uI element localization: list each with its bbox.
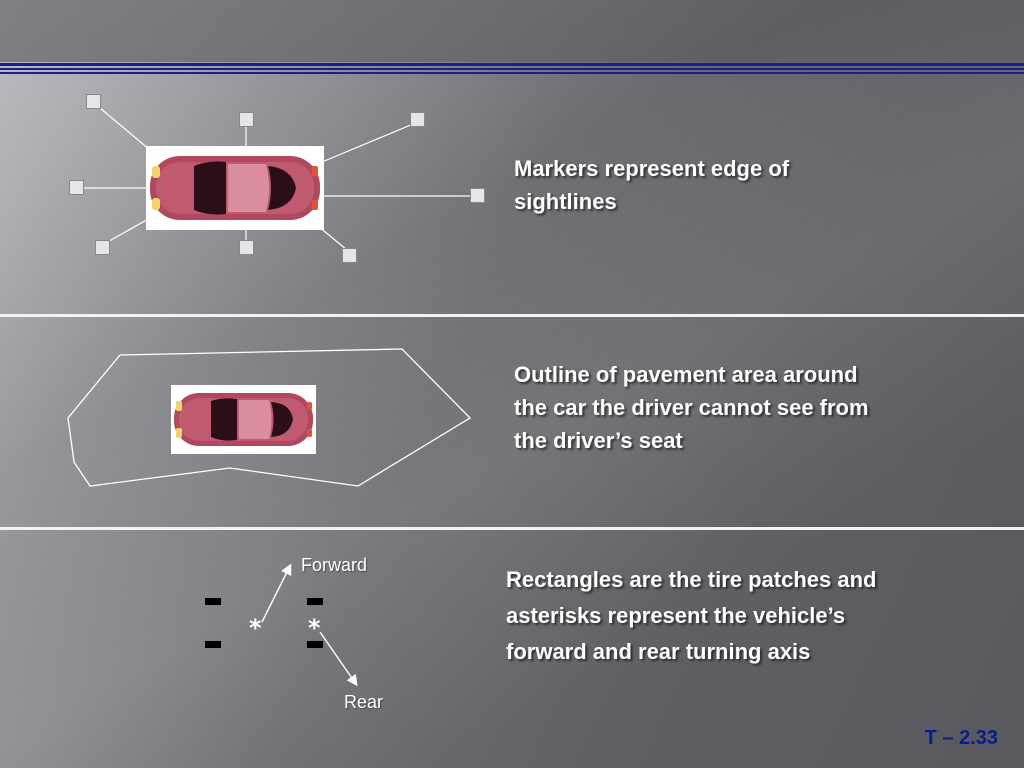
car-top-view bbox=[171, 385, 316, 454]
slide-number: T – 2.33 bbox=[924, 727, 998, 749]
car-top-view bbox=[146, 146, 324, 230]
forward-label: Forward bbox=[301, 555, 368, 575]
header-rule-middle bbox=[0, 68, 1024, 70]
sightline-marker bbox=[239, 112, 254, 127]
tire-patch-front-left bbox=[205, 598, 221, 605]
sightline-marker bbox=[342, 248, 357, 263]
car-icon bbox=[174, 393, 313, 446]
caption-blind-area: Outline of pavement area around the car … bbox=[514, 362, 869, 453]
rear-label: Rear bbox=[344, 692, 384, 712]
header-rule-top bbox=[0, 63, 1024, 66]
tire-patch-rear-right bbox=[307, 641, 323, 648]
sightline-marker bbox=[69, 180, 84, 195]
caption-tire-patches: Rectangles are the tire patches and aste… bbox=[506, 567, 877, 664]
sightline-marker bbox=[95, 240, 110, 255]
forward-axis-asterisk: * bbox=[249, 614, 262, 642]
sightline-marker bbox=[410, 112, 425, 127]
title-band bbox=[0, 0, 1024, 62]
divider-2 bbox=[0, 527, 1024, 530]
sightline-marker bbox=[239, 240, 254, 255]
caption-sightlines: Markers represent edge of sightlines bbox=[514, 156, 790, 214]
sightline-marker bbox=[86, 94, 101, 109]
tire-patch-front-right bbox=[307, 598, 323, 605]
sightline-marker bbox=[470, 188, 485, 203]
divider-1 bbox=[0, 314, 1024, 317]
tire-patch-rear-left bbox=[205, 641, 221, 648]
car-icon bbox=[150, 156, 320, 220]
rear-axis-asterisk: * bbox=[308, 614, 321, 642]
header-rule-bottom bbox=[0, 72, 1024, 74]
